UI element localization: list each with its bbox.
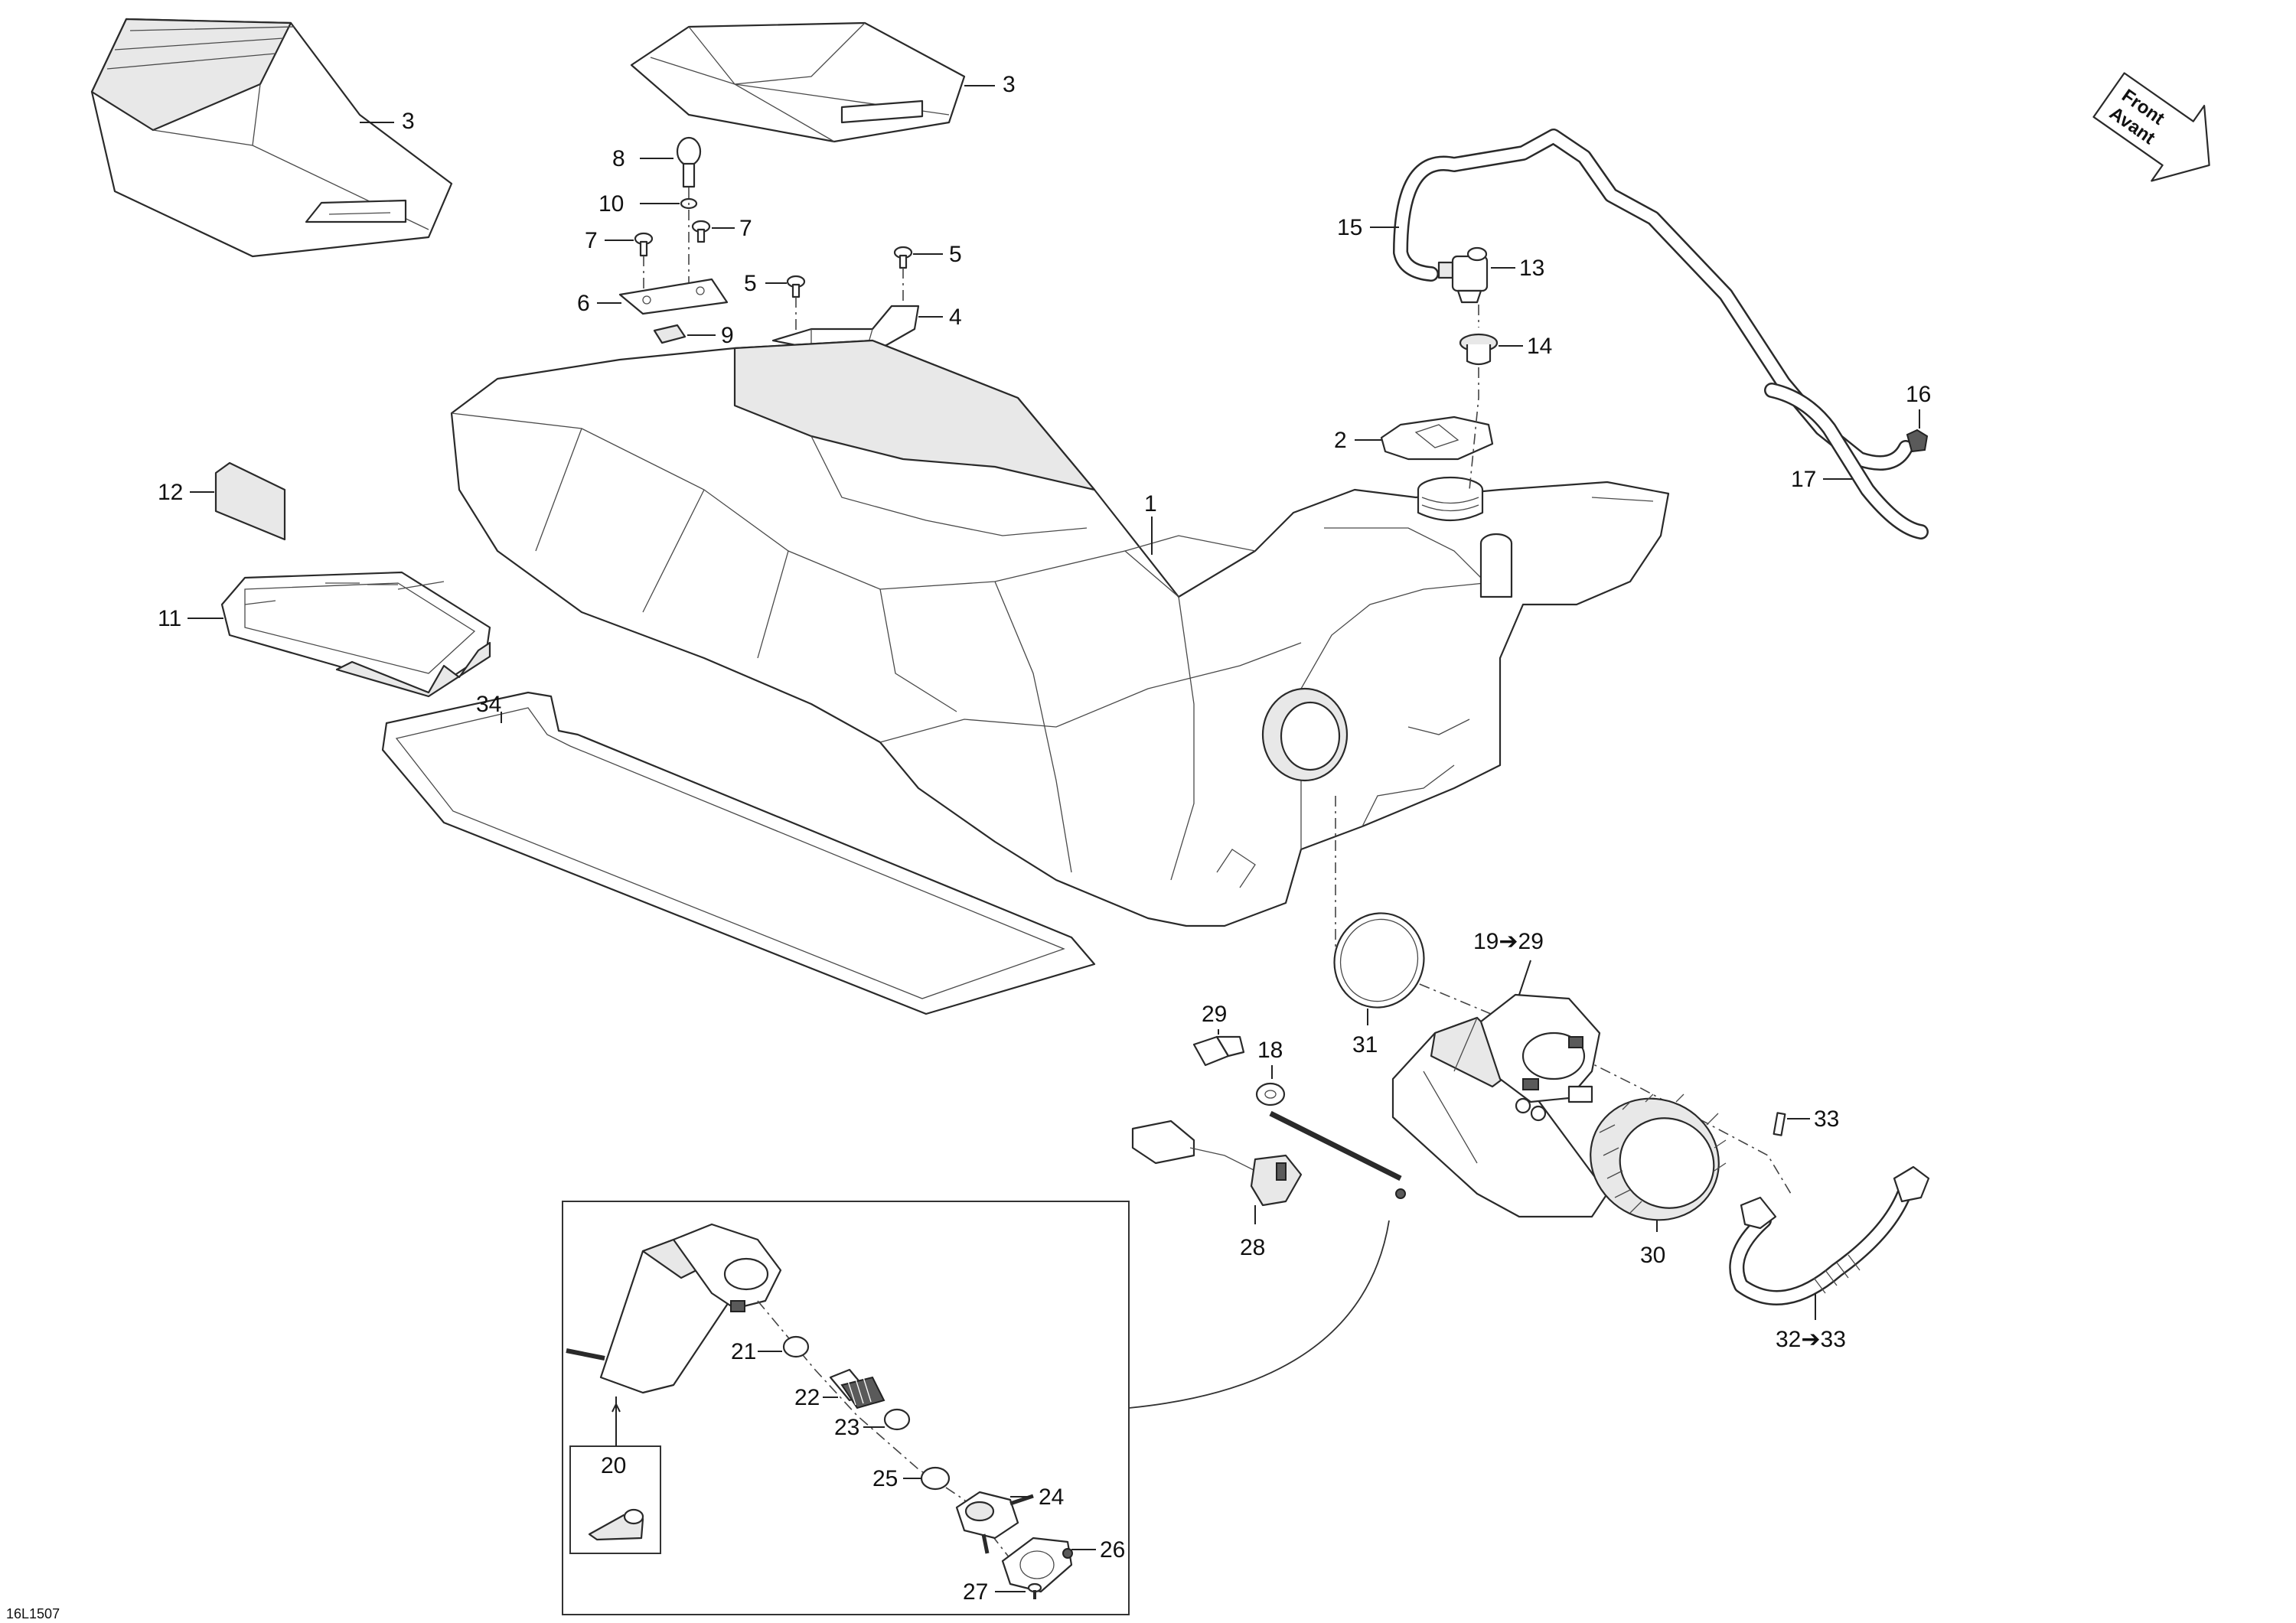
sealing-washer: [1255, 1082, 1286, 1106]
callout-7a: 7: [585, 228, 598, 253]
screw-27: [1027, 1582, 1042, 1599]
vent-hose: [1393, 129, 1913, 471]
pump-module-detail: [566, 1223, 782, 1394]
callout-14: 14: [1527, 334, 1552, 359]
callout-2: 2: [1334, 428, 1347, 453]
callout-32-33: 32➔33: [1776, 1327, 1846, 1352]
storage-tray: [220, 571, 491, 698]
leader-19-29: [1518, 960, 1531, 996]
callout-4: 4: [949, 305, 962, 330]
clip-nut: [653, 324, 687, 344]
callout-16: 16: [1906, 382, 1931, 407]
callout-19-29: 19➔29: [1473, 929, 1544, 954]
direction-arrow: Front Avant: [2092, 72, 2210, 182]
callout-30: 30: [1640, 1243, 1665, 1268]
fuel-pump-module: [1269, 993, 1609, 1218]
callout-11: 11: [158, 606, 181, 631]
assembly-line-valve: [1469, 305, 1479, 490]
grommet: [1459, 333, 1499, 366]
seat-cover-rear: [90, 18, 453, 258]
assembly-line-detail: [757, 1300, 1019, 1569]
drawing-code: 16L1507: [6, 1606, 60, 1621]
screw-7b: [691, 220, 711, 243]
callout-1: 1: [1144, 491, 1157, 517]
callout-20: 20: [601, 1453, 626, 1478]
mounting-plate: [618, 278, 729, 315]
callout-22: 22: [794, 1385, 820, 1410]
fuel-level-sender: [1131, 1119, 1303, 1207]
callout-33: 33: [1814, 1106, 1839, 1132]
hose-cap: [1906, 429, 1929, 453]
callout-12: 12: [158, 480, 183, 505]
callout-31: 31: [1352, 1032, 1378, 1058]
pressure-regulator: [955, 1491, 1034, 1554]
assembly-line-bracket: [643, 187, 690, 291]
callout-7b: 7: [739, 216, 752, 241]
d-ring-bolt: [676, 136, 702, 188]
fuel-tank-body: [450, 339, 1670, 927]
fuel-cap: [1380, 416, 1494, 461]
arrowhead-20: [612, 1402, 621, 1413]
seat-cover-front: [630, 21, 966, 143]
fitting: [1192, 1035, 1245, 1067]
retainer-plate: [1001, 1537, 1073, 1593]
pump-inlet-detail: [588, 1508, 644, 1541]
vent-valve: [1437, 246, 1489, 304]
o-ring-25: [920, 1466, 951, 1491]
callout-26: 26: [1100, 1537, 1125, 1563]
callout-25: 25: [872, 1466, 898, 1491]
lock-ring: [1590, 1093, 1727, 1221]
o-ring-21: [782, 1335, 810, 1358]
callout-34: 34: [476, 692, 501, 717]
retaining-clip: [1773, 1112, 1786, 1136]
callout-8: 8: [612, 146, 625, 171]
callout-10: 10: [598, 191, 624, 217]
callout-9: 9: [721, 323, 734, 348]
callout-5b: 5: [949, 242, 962, 267]
overflow-hose: [1764, 383, 1929, 539]
callout-13: 13: [1519, 256, 1544, 281]
callout-6: 6: [577, 291, 590, 316]
callout-28: 28: [1240, 1235, 1265, 1260]
callout-27: 27: [963, 1579, 988, 1605]
floor-mat: [381, 691, 1096, 1015]
callout-29: 29: [1202, 1002, 1227, 1027]
callout-23: 23: [834, 1415, 859, 1440]
screw-5b: [893, 246, 913, 269]
screw-5a: [786, 275, 806, 298]
fuel-outlet-hose: [1729, 1165, 1930, 1305]
o-ring-23: [883, 1408, 911, 1431]
fuel-filter: [829, 1368, 885, 1410]
callout-15: 15: [1337, 215, 1362, 240]
callout-3b: 3: [1003, 72, 1016, 97]
detail-callout-line: [1128, 1220, 1390, 1409]
o-ring: [1333, 912, 1425, 1009]
callout-17: 17: [1791, 467, 1816, 492]
foam-pad: [214, 461, 286, 541]
callout-21: 21: [731, 1339, 756, 1364]
screw-7a: [634, 232, 654, 257]
callout-24: 24: [1039, 1484, 1064, 1510]
callout-18: 18: [1257, 1038, 1283, 1063]
callout-3a: 3: [402, 109, 415, 134]
assembly-line-bracket-4: [795, 268, 904, 337]
callout-5a: 5: [744, 271, 757, 296]
